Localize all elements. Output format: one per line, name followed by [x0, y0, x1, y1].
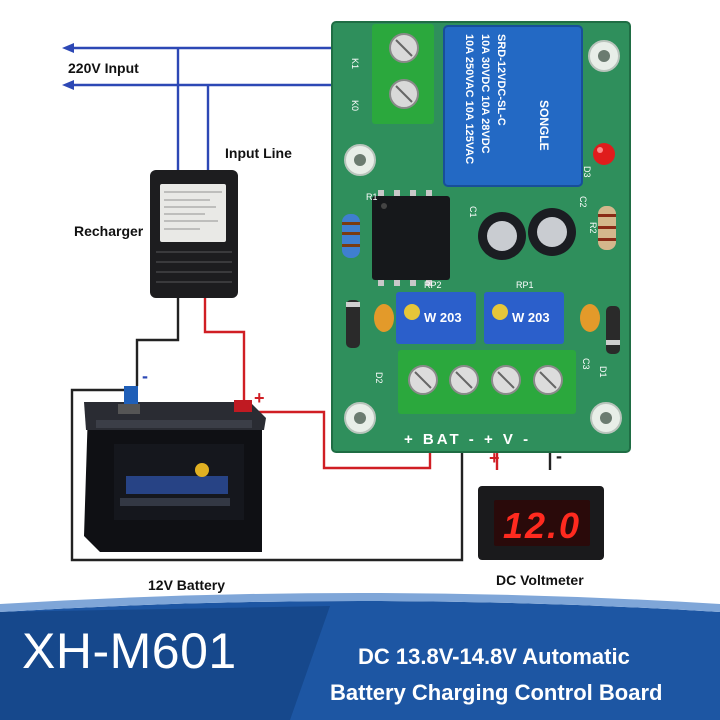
k0-label: K0 — [350, 100, 360, 111]
pot-codes: W 203 W 203 — [424, 310, 550, 325]
voltmeter-minus-mark: - — [556, 446, 562, 466]
pcb-board — [331, 21, 631, 453]
d1-label: D1 — [598, 366, 608, 378]
relay-line-3: SRD-12VDC-SL-C — [495, 34, 507, 126]
label-recharger: Recharger — [74, 223, 144, 239]
battery-plus-mark: + — [254, 388, 265, 408]
r1-label: R1 — [366, 192, 378, 202]
relay-line-2: 10A 30VDC 10A 28VDC — [479, 34, 491, 154]
voltmeter-reading: 12.0 — [503, 505, 581, 546]
voltmeter-plus-mark: + — [489, 448, 500, 468]
c1-label: C1 — [468, 206, 478, 218]
relay-brand: SONGLE — [537, 100, 551, 151]
model-title: XH-M601 — [22, 623, 237, 679]
rp2-code: W 203 — [424, 310, 462, 325]
relay-markings: 10A 250VAC 10A 125VAC 10A 30VDC 10A 28VD… — [463, 34, 551, 164]
label-220v-input: 220V Input — [68, 60, 139, 76]
c3-label: C3 — [581, 358, 591, 370]
charger-output-wires — [135, 298, 246, 408]
label-input-line: Input Line — [225, 145, 292, 161]
wire-arrowheads — [62, 43, 74, 90]
battery — [84, 386, 266, 552]
tagline-line-1: DC 13.8V-14.8V Automatic — [358, 644, 630, 669]
r2-label: R2 — [588, 222, 598, 234]
k1-label: K1 — [350, 58, 360, 69]
rp1-label: RP1 — [516, 280, 534, 290]
pcb-silkscreen: K1 K0 R1 C1 C2 R2 D3 RP2 RP1 C3 D1 D2 + … — [350, 58, 608, 448]
terminal-label: + BAT - + V - — [404, 431, 531, 448]
rp2-label: RP2 — [424, 280, 442, 290]
recharger-adapter — [150, 170, 238, 298]
rp1-code: W 203 — [512, 310, 550, 325]
label-12v-battery: 12V Battery — [148, 577, 226, 593]
label-dc-voltmeter: DC Voltmeter — [496, 572, 584, 588]
d3-label: D3 — [582, 166, 592, 178]
d2-label: D2 — [374, 372, 384, 384]
battery-minus-mark: - — [142, 366, 148, 386]
c2-label: C2 — [578, 196, 588, 208]
relay-line-1: 10A 250VAC 10A 125VAC — [463, 34, 475, 164]
dc-voltmeter — [478, 486, 604, 560]
tagline-line-2: Battery Charging Control Board — [330, 680, 663, 705]
bottom-banner — [0, 593, 720, 720]
input-wires — [70, 46, 345, 172]
